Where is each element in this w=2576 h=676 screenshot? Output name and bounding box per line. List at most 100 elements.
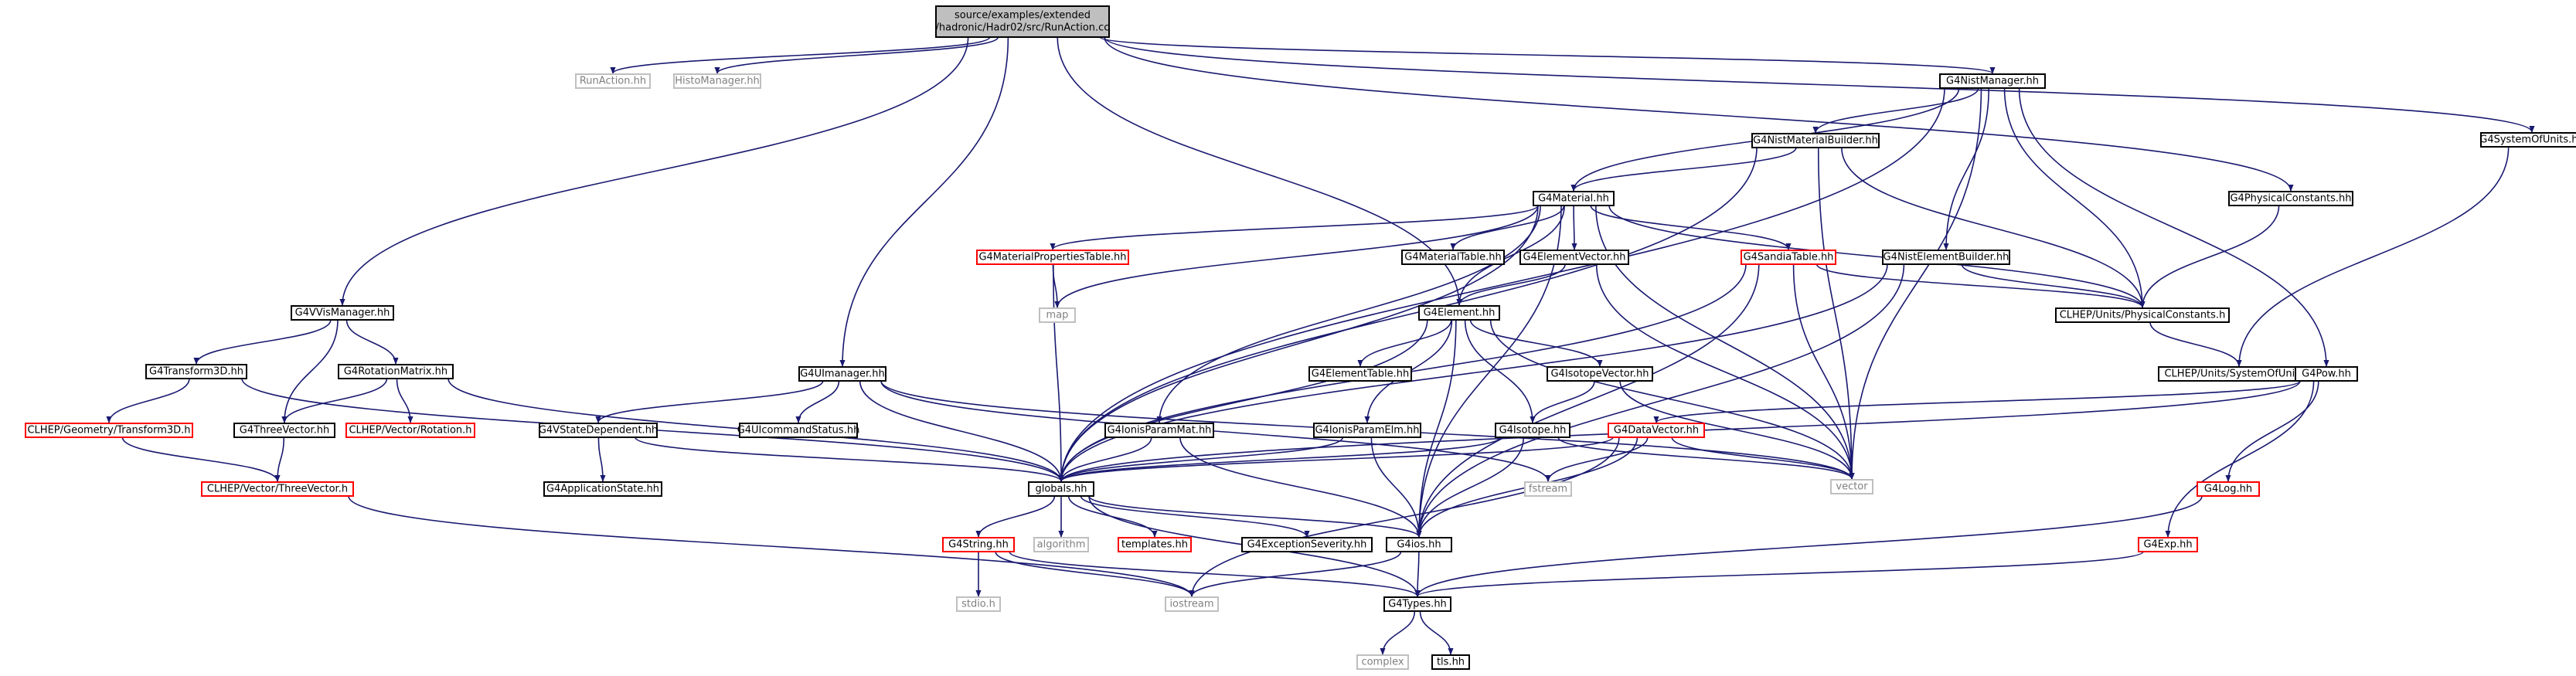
node-box-g4materialtable bbox=[1401, 250, 1505, 265]
node-g4exceptionseverity[interactable]: G4ExceptionSeverity.hh bbox=[1241, 537, 1373, 552]
node-clhep_transform3d[interactable]: CLHEP/Geometry/Transform3D.h bbox=[25, 423, 193, 438]
edge-g4vstatedependent-to-globals bbox=[635, 437, 1064, 482]
node-globals[interactable]: globals.hh bbox=[1028, 481, 1094, 497]
node-box-g4types bbox=[1383, 596, 1451, 612]
node-g4elementvector[interactable]: G4ElementVector.hh bbox=[1519, 250, 1629, 265]
node-label-g4applicationstate: G4ApplicationState.hh bbox=[546, 484, 659, 495]
node-tls[interactable]: tls.hh bbox=[1431, 654, 1470, 670]
edge-g4isotopevector-to-g4isotope bbox=[1530, 380, 1595, 423]
edge-g4ionisparamelm-to-globals bbox=[1058, 437, 1344, 482]
edge-g4material-to-globals bbox=[1058, 205, 1539, 482]
edge-g4nistmanager-to-vector bbox=[1849, 87, 1982, 480]
node-box-root bbox=[935, 5, 1110, 38]
edge-g4ionisparamelm-to-g4ios bbox=[1370, 437, 1422, 538]
node-box-g4nistelementbuilder bbox=[1882, 250, 2010, 265]
node-g4vstatedependent[interactable]: G4VStateDependent.hh bbox=[539, 423, 658, 438]
node-g4uicommandstatus[interactable]: G4UIcommandStatus.hh bbox=[737, 423, 860, 438]
edge-root-to-g4physicalconstants bbox=[1104, 36, 2294, 192]
node-histomanager_hh[interactable]: HistoManager.hh bbox=[673, 73, 761, 89]
node-map[interactable]: map bbox=[1039, 307, 1076, 323]
node-g4ios[interactable]: G4ios.hh bbox=[1386, 537, 1452, 552]
node-clhep_sysunits[interactable]: CLHEP/Units/SystemOfUnits.h bbox=[2158, 366, 2320, 382]
edge-g4nistmaterialbuilder-to-g4material bbox=[1570, 147, 1797, 192]
node-box-g4nistmanager bbox=[1939, 73, 2046, 89]
edge-g4pow-to-g4exp bbox=[2165, 380, 2315, 538]
edge-g4nistmanager-to-g4nistmaterialbuilder bbox=[1812, 87, 1979, 134]
node-fstream[interactable]: fstream bbox=[1524, 481, 1572, 497]
node-label-clhep_physconst: CLHEP/Units/PhysicalConstants.h bbox=[2060, 310, 2226, 321]
edge-g4uimanager-to-globals bbox=[859, 380, 1064, 482]
node-label-g4exp: G4Exp.hh bbox=[2143, 539, 2192, 551]
node-label-clhep_threevector: CLHEP/Vector/ThreeVector.h bbox=[207, 484, 348, 495]
node-g4physicalconstants[interactable]: G4PhysicalConstants.hh bbox=[2228, 191, 2353, 206]
node-g4materialpropertiestable[interactable]: G4MaterialPropertiesTable.hh bbox=[976, 250, 1129, 265]
node-g4datavector[interactable]: G4DataVector.hh bbox=[1608, 423, 1705, 438]
node-box-g4datavector bbox=[1608, 423, 1705, 438]
edge-g4vvismanager-to-g4transform3d bbox=[193, 319, 332, 365]
node-g4exp[interactable]: G4Exp.hh bbox=[2138, 537, 2198, 552]
node-vector[interactable]: vector bbox=[1830, 479, 1873, 494]
node-g4types[interactable]: G4Types.hh bbox=[1383, 596, 1451, 612]
edge-g4nistelementbuilder-to-globals bbox=[1058, 263, 1888, 482]
edge-g4systemofunits-to-clhep_sysunits bbox=[2236, 146, 2510, 367]
node-box-g4elementvector bbox=[1519, 250, 1629, 265]
node-g4element[interactable]: G4Element.hh bbox=[1418, 305, 1500, 321]
node-box-g4uimanager bbox=[798, 366, 886, 382]
node-box-g4rotationmatrix bbox=[338, 364, 454, 379]
node-clhep_threevector[interactable]: CLHEP/Vector/ThreeVector.h bbox=[201, 481, 354, 497]
edge-globals-to-g4string bbox=[975, 495, 1056, 538]
edge-g4physicalconstants-to-clhep_physconst bbox=[2139, 205, 2280, 308]
node-clhep_physconst[interactable]: CLHEP/Units/PhysicalConstants.h bbox=[2055, 307, 2230, 323]
node-g4systemofunits[interactable]: G4SystemOfUnits.hh bbox=[2479, 132, 2576, 148]
node-g4nistmanager[interactable]: G4NistManager.hh bbox=[1939, 73, 2046, 89]
node-g4nistmaterialbuilder[interactable]: G4NistMaterialBuilder.hh bbox=[1751, 133, 1880, 148]
node-g4threevector[interactable]: G4ThreeVector.hh bbox=[233, 423, 335, 438]
node-iostream[interactable]: iostream bbox=[1165, 596, 1219, 612]
node-templates[interactable]: templates.hh bbox=[1118, 537, 1192, 552]
edge-root-to-g4uimanager bbox=[839, 36, 1009, 367]
node-g4log[interactable]: G4Log.hh bbox=[2197, 481, 2260, 497]
node-g4ionisparammat[interactable]: G4IonisParamMat.hh bbox=[1104, 423, 1214, 438]
node-label-fstream: fstream bbox=[1529, 484, 1567, 495]
node-g4ionisparamelm[interactable]: G4IonisParamElm.hh bbox=[1313, 423, 1421, 438]
edge-g4nistmanager-to-clhep_physconst bbox=[2003, 87, 2146, 308]
node-box-g4threevector bbox=[233, 423, 335, 438]
node-box-runaction_hh bbox=[575, 73, 651, 89]
node-label-iostream: iostream bbox=[1169, 599, 1213, 610]
node-g4transform3d[interactable]: G4Transform3D.hh bbox=[145, 364, 247, 379]
node-box-clhep_transform3d bbox=[25, 423, 193, 438]
node-g4vvismanager[interactable]: G4VVisManager.hh bbox=[291, 305, 394, 321]
node-label-stdio: stdio.h bbox=[961, 599, 995, 610]
node-label-histomanager_hh: HistoManager.hh bbox=[675, 76, 760, 87]
node-g4uimanager[interactable]: G4UImanager.hh bbox=[798, 366, 886, 382]
node-g4rotationmatrix[interactable]: G4RotationMatrix.hh bbox=[338, 364, 454, 379]
edge-g4elementvector-to-vector bbox=[1595, 263, 1855, 480]
node-g4applicationstate[interactable]: G4ApplicationState.hh bbox=[543, 481, 662, 497]
node-label-g4materialtable: G4MaterialTable.hh bbox=[1404, 252, 1501, 263]
node-stdio[interactable]: stdio.h bbox=[956, 596, 1001, 612]
node-g4pow[interactable]: G4Pow.hh bbox=[2295, 366, 2358, 382]
node-g4sandiatable[interactable]: G4SandiaTable.hh bbox=[1741, 250, 1836, 265]
node-g4isotope[interactable]: G4Isotope.hh bbox=[1495, 423, 1570, 438]
node-g4string[interactable]: G4String.hh bbox=[942, 537, 1015, 552]
node-complex[interactable]: complex bbox=[1356, 654, 1409, 670]
edge-g4element-to-g4isotope bbox=[1464, 319, 1536, 423]
node-g4elementtable[interactable]: G4ElementTable.hh bbox=[1308, 366, 1412, 382]
edge-g4types-to-complex bbox=[1380, 610, 1416, 655]
node-g4isotopevector[interactable]: G4IsotopeVector.hh bbox=[1547, 366, 1653, 382]
node-label-vector: vector bbox=[1836, 481, 1868, 493]
edge-root-to-g4vvismanager bbox=[339, 36, 969, 306]
node-g4material[interactable]: G4Material.hh bbox=[1533, 191, 1615, 206]
node-algorithm[interactable]: algorithm bbox=[1033, 537, 1089, 552]
node-g4materialtable[interactable]: G4MaterialTable.hh bbox=[1401, 250, 1505, 265]
node-box-tls bbox=[1431, 654, 1470, 670]
node-g4nistelementbuilder[interactable]: G4NistElementBuilder.hh bbox=[1882, 250, 2010, 265]
edge-clhep_physconst-to-clhep_sysunits bbox=[2149, 321, 2242, 367]
edge-g4material-to-map bbox=[1054, 205, 1539, 308]
node-clhep_rotation[interactable]: CLHEP/Vector/Rotation.h bbox=[345, 423, 475, 438]
node-runaction_hh[interactable]: RunAction.hh bbox=[575, 73, 651, 89]
edge-g4ionisparammat-to-globals bbox=[1058, 437, 1152, 482]
edge-g4log-to-g4types bbox=[1414, 495, 2203, 597]
node-label-clhep_transform3d: CLHEP/Geometry/Transform3D.h bbox=[27, 425, 190, 437]
